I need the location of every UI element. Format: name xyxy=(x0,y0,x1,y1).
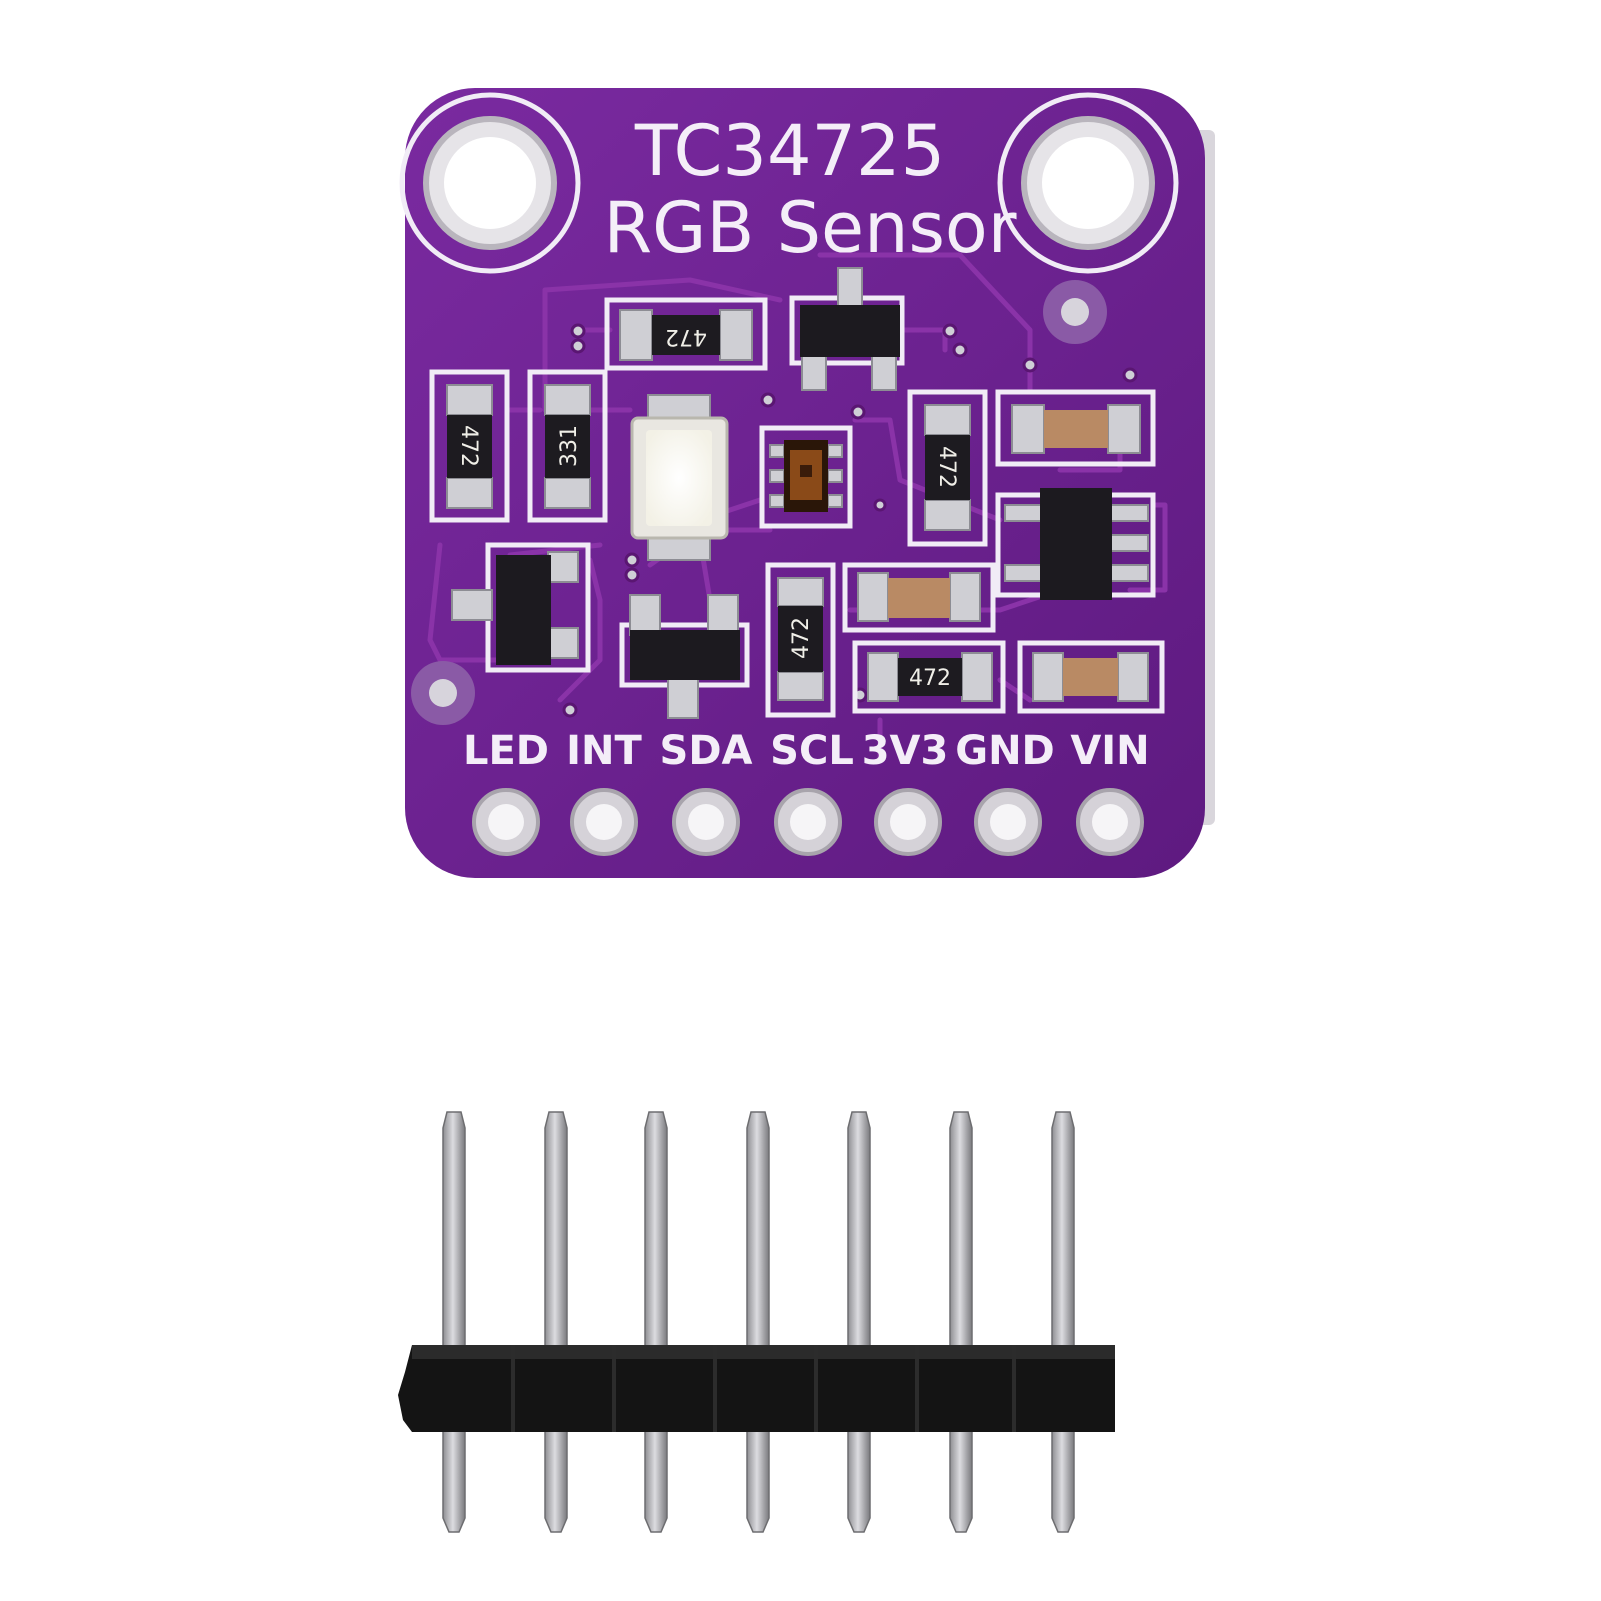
capacitor-c1 xyxy=(995,389,1156,467)
header-plastic xyxy=(398,1345,1115,1432)
transistor-q1 xyxy=(789,267,905,391)
header-pins xyxy=(442,1111,1075,1533)
svg-text:331: 331 xyxy=(557,425,582,467)
capacitor-c3 xyxy=(1017,640,1165,714)
pin-label-vin: VIN xyxy=(1070,728,1149,774)
header-pad xyxy=(774,788,842,856)
transistor-q2 xyxy=(451,542,591,673)
pin-label-gnd: GND xyxy=(955,728,1055,774)
resistor-r2: 472 xyxy=(429,369,510,523)
header-pad xyxy=(672,788,740,856)
resistor-r1: 472 xyxy=(604,297,768,371)
pin-label-sda: SDA xyxy=(660,728,753,774)
fiducial-bottom-left xyxy=(411,661,475,725)
header-pin xyxy=(544,1111,568,1533)
header-pad xyxy=(974,788,1042,856)
header-pad xyxy=(570,788,638,856)
header-pad xyxy=(472,788,540,856)
header-pin xyxy=(644,1111,668,1533)
header-pin xyxy=(1051,1111,1075,1533)
pin-header xyxy=(398,1111,1115,1533)
header-pin xyxy=(847,1111,871,1533)
header-pad xyxy=(874,788,942,856)
pin-label-3v3: 3V3 xyxy=(862,728,949,774)
svg-text:472: 472 xyxy=(934,446,959,488)
voltage-regulator xyxy=(995,488,1156,600)
color-sensor-chip xyxy=(759,425,853,529)
board-title-line1: TC34725 xyxy=(634,110,945,192)
sensor-board: TC34725 RGB Sensor xyxy=(399,88,1215,878)
transistor-q3 xyxy=(619,594,750,719)
header-pads xyxy=(472,788,1144,856)
pin-labels: LED INT SDA SCL 3V3 GND VIN xyxy=(463,728,1150,774)
header-pad xyxy=(1076,788,1144,856)
svg-text:472: 472 xyxy=(789,617,814,659)
svg-text:472: 472 xyxy=(909,666,951,691)
header-pin xyxy=(949,1111,973,1533)
resistor-r6: 472 xyxy=(852,640,1006,714)
resistor-r3: 331 xyxy=(527,369,608,523)
header-pin xyxy=(746,1111,770,1533)
resistor-r5: 472 xyxy=(765,562,836,718)
pin-label-scl: SCL xyxy=(770,728,854,774)
capacitor-c2 xyxy=(842,562,996,633)
pin-label-int: INT xyxy=(566,728,642,774)
vias xyxy=(562,323,1138,718)
fiducial-top-right xyxy=(1043,280,1107,344)
mounting-hole-left xyxy=(399,92,581,274)
pin-label-led: LED xyxy=(463,728,549,774)
svg-text:472: 472 xyxy=(665,324,707,349)
mounting-hole-right xyxy=(997,92,1179,274)
svg-text:472: 472 xyxy=(456,425,481,467)
white-led xyxy=(630,394,729,561)
header-pin xyxy=(442,1111,466,1533)
resistor-r4: 472 xyxy=(907,389,988,547)
